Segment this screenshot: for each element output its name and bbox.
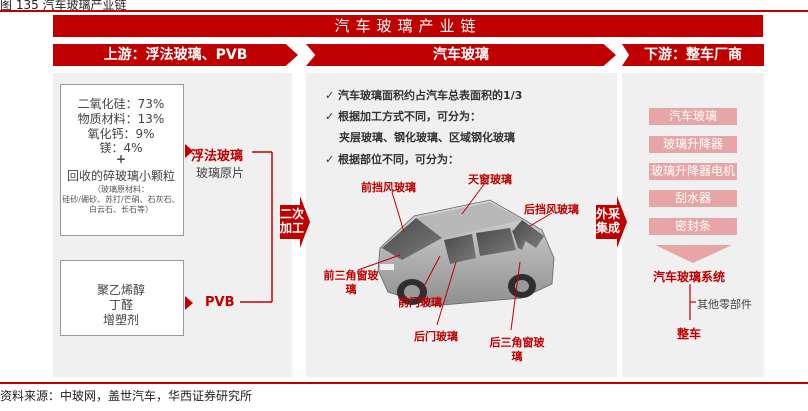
top-divider: [0, 10, 808, 12]
label-rear-door: 后门玻璃: [414, 330, 458, 343]
pvb-materials-box: [60, 260, 184, 336]
recycle-note-1: （玻璃原材料：: [93, 185, 149, 194]
plus-sign: +: [115, 152, 127, 166]
downstream-item-wiper: 刮水器: [649, 190, 737, 207]
recycle-note-3: 白云石、长石等）: [89, 205, 153, 214]
pvb-material-1: 聚乙烯醇: [96, 283, 145, 297]
material-sio2: 二氧化硅：73%: [77, 97, 165, 111]
pvb-material-2: 丁醛: [108, 298, 133, 312]
float-glass-label: 浮法玻璃: [191, 149, 244, 164]
source-note: 资料来源：中玻网，盖世汽车，华西证券研究所: [0, 389, 253, 403]
pvb-material-3: 增塑剂: [102, 313, 139, 327]
outsource-arrow: [596, 196, 627, 248]
downstream-item-lifter-motor: 玻璃升降器电机: [649, 163, 737, 180]
label-front-windshield: 前挡风玻璃: [361, 181, 416, 194]
bullet-position: ✓ 根据部位不同，可分为：: [325, 153, 460, 166]
secondary-arrow: [280, 196, 310, 248]
vehicle-label: 整车: [677, 327, 702, 341]
downstream-item-seal: 密封条: [649, 218, 737, 235]
arrow-to-float: [185, 144, 193, 158]
secondary-processing-label: 二次加工: [279, 207, 304, 235]
bottom-divider: [0, 382, 808, 384]
figure-caption: 图 135 汽车玻璃产业链: [0, 0, 127, 12]
label-front-quarter: 前三角窗玻璃: [323, 269, 379, 296]
downstream-item-window-lifter: 玻璃升降器: [649, 136, 737, 153]
pvb-label: PVB: [205, 295, 235, 310]
bullet-process: ✓ 根据加工方式不同，可分为：: [325, 110, 482, 123]
material-mg: 镁：4%: [99, 141, 143, 155]
label-sunroof: 天窗玻璃: [468, 173, 512, 186]
other-parts: 其他零部件: [697, 298, 752, 311]
float-glass-sublabel: 玻璃原片: [196, 166, 245, 180]
recycle-note-2: 硅砂/硼砂、苏打/芒硝、石灰石、: [62, 195, 180, 204]
material-cullet: 回收的碎玻璃小颗粒: [66, 169, 175, 183]
outsource-label: 外采集成: [595, 207, 620, 235]
material-other: 物质材料：13%: [77, 112, 165, 126]
upstream-header: 上游：浮法玻璃、PVB: [53, 44, 298, 66]
label-front-door: 前门玻璃: [398, 296, 442, 309]
raw-materials-box: [60, 84, 184, 236]
label-rear-windshield: 后挡风玻璃: [524, 203, 579, 216]
bullet-process-types: 夹层玻璃、钢化玻璃、区域钢化玻璃: [339, 131, 515, 144]
material-cao: 氧化钙：9%: [87, 127, 155, 141]
midstream-header: 汽车玻璃: [306, 44, 616, 66]
downstream-funnel: [655, 245, 732, 263]
car-illustration: [377, 199, 555, 307]
bullet-area: ✓ 汽车玻璃面积约占汽车总表面积的1/3: [325, 89, 523, 102]
label-rear-quarter: 后三角窗玻璃: [489, 336, 545, 363]
downstream-header: 下游：整车厂商: [622, 44, 764, 66]
arrow-to-pvb: [185, 296, 193, 310]
diagram-title: 汽车玻璃产业链: [53, 15, 763, 37]
downstream-item-auto-glass: 汽车玻璃: [649, 108, 737, 125]
auto-glass-system: 汽车玻璃系统: [653, 270, 726, 284]
